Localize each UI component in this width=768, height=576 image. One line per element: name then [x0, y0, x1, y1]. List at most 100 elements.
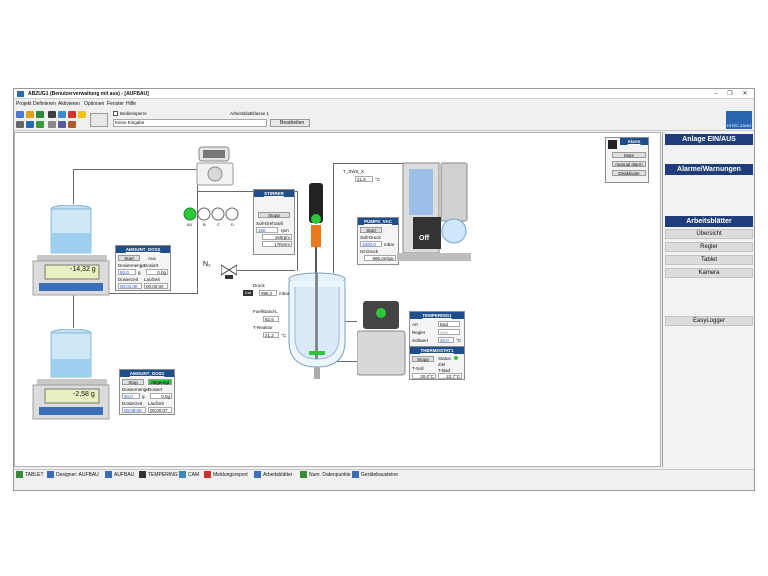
- stirrer-setpoint-label: Soll-Drehzahl: [256, 221, 284, 226]
- pumps-vac-start-button[interactable]: Start: [360, 227, 382, 233]
- dosing-2-dosed-label: Dosiert: [148, 387, 163, 392]
- input-select[interactable]: Keine Eingabe: [113, 119, 267, 127]
- menu-projekt[interactable]: Projekt: [16, 101, 32, 107]
- minimize-button[interactable]: –: [714, 91, 718, 97]
- dosing-1-time-value[interactable]: 00:01:00: [118, 283, 142, 289]
- settings-icon[interactable]: [48, 121, 56, 128]
- edit-icon[interactable]: [26, 111, 34, 118]
- temp-sensor-unit: °C: [375, 177, 381, 182]
- tab-tablet[interactable]: TABLET: [25, 472, 44, 478]
- dosing-2-dose-value[interactable]: 50,0: [122, 393, 140, 399]
- dosing-1-start-button[interactable]: Start: [118, 255, 140, 261]
- menu-optionen[interactable]: Optionen: [84, 101, 105, 107]
- tab-aufbau[interactable]: AUFBAU: [114, 472, 135, 478]
- tempering-unit: °C: [456, 338, 462, 343]
- nav-kamera[interactable]: Kamera: [665, 268, 753, 278]
- anlage-ein-aus-header[interactable]: Anlage EIN/AUS: [665, 134, 753, 145]
- window-title: ABZUG1 (Benutzerverwaltung mit aus) - [A…: [28, 91, 149, 97]
- bediensperre-checkbox[interactable]: [113, 111, 118, 116]
- tab-designer[interactable]: Designer: AUFBAU: [56, 472, 99, 478]
- arbeitsblaetter-header: Arbeitsblätter: [665, 216, 753, 227]
- tab-arbeitsblaetter[interactable]: Arbeitsblätter: [263, 472, 293, 478]
- process-canvas: -14,32 g -2,58 g AMOUNT_DOS2 Start Aus D…: [14, 132, 661, 467]
- dosing-panel-1: AMOUNT_DOS2 Start Aus Dosiermenge Dosier…: [115, 245, 171, 291]
- menu-definieren[interactable]: Definieren: [33, 101, 56, 107]
- n2-label: N₂: [203, 261, 211, 268]
- tab-tempering[interactable]: TEMPERING: [148, 472, 178, 478]
- grid-icon[interactable]: [26, 121, 34, 128]
- stirrer-setpoint-value[interactable]: 150: [256, 227, 278, 233]
- network-icon[interactable]: [36, 121, 44, 128]
- tempering-regler-label: Regler: [412, 330, 426, 335]
- menu-fenster[interactable]: Fenster: [107, 101, 124, 107]
- open-icon[interactable]: [16, 111, 24, 118]
- tab-datenpunkte[interactable]: Num. Datenpunkte: [309, 472, 351, 478]
- maximize-button[interactable]: ❐: [727, 91, 733, 97]
- monitor-icon[interactable]: [48, 111, 56, 118]
- bediensperre-label: Bediensperre: [120, 111, 147, 116]
- tempering-panel: TEMPERING1 Art Bad Regler Aus Sollwert 2…: [409, 311, 465, 347]
- dosing-1-dose-value[interactable]: 50,0: [118, 269, 136, 275]
- tempering-regler-select[interactable]: Aus: [438, 329, 460, 335]
- thermostat-title[interactable]: THERMOSTAT1: [410, 347, 464, 354]
- pipe: [73, 169, 198, 170]
- pumps-vac-setpoint-value[interactable]: 1000,0: [360, 241, 382, 247]
- deactivate-button[interactable]: Deaktivate: [612, 170, 646, 176]
- tempering-title[interactable]: TEMPERING1: [410, 312, 464, 319]
- thermostat-status2: Ziel: [438, 362, 446, 367]
- dosing-2-stop-button[interactable]: Stop: [122, 379, 144, 385]
- dosing-2-title[interactable]: AMOUNT_DOS1: [120, 370, 174, 377]
- nav-regler[interactable]: Regler: [665, 242, 753, 252]
- stirrer-stop-button[interactable]: Stopp: [258, 212, 290, 218]
- pumps-vac-title[interactable]: PUMPS_VAC: [358, 218, 398, 225]
- alarme-header[interactable]: Alarme/Warnungen: [665, 164, 753, 175]
- mute-button[interactable]: Mute: [612, 152, 646, 158]
- edit-button[interactable]: Bearbeiten: [270, 119, 310, 127]
- pumps-vac-panel: PUMPS_VAC Start Soll-Druck 1000,0 mbar I…: [357, 217, 399, 265]
- dosing-1-title[interactable]: AMOUNT_DOS2: [116, 246, 170, 253]
- layout-icon[interactable]: [58, 121, 66, 128]
- n2-valve[interactable]: [221, 263, 237, 279]
- dosing-2-dose-label: Dosiermenge: [122, 387, 149, 392]
- close-button[interactable]: ✕: [742, 91, 748, 97]
- tempering-art-select[interactable]: Bad: [438, 321, 460, 327]
- sheet-label: Arbeitsblattklasse 1: [230, 111, 270, 116]
- tab-geraetebausteine[interactable]: Gerätebausteine: [361, 472, 398, 478]
- dosing-2-time-value[interactable]: 00:08:00: [122, 407, 146, 413]
- tab-cam[interactable]: CAM: [188, 472, 200, 478]
- easylogger-button[interactable]: EasyLogger: [665, 316, 753, 326]
- alarm-icon: [608, 140, 617, 149]
- menu-aktivieren[interactable]: Aktivieren: [58, 101, 80, 107]
- stirrer-title[interactable]: STIRRER: [254, 190, 294, 197]
- dosing-1-dosed-value: 0,0g: [146, 269, 168, 275]
- vacuum-off-label: Off: [419, 235, 430, 242]
- tempering-sollwert-value[interactable]: 20,0: [438, 337, 454, 343]
- manual-alarm-button[interactable]: manual alarm: [612, 161, 646, 167]
- stirrer-actual-value: 150rpm: [262, 234, 292, 240]
- pipe: [73, 169, 74, 204]
- print-icon[interactable]: [90, 113, 108, 127]
- balance-1: [32, 205, 110, 296]
- tool-icon[interactable]: [16, 121, 24, 128]
- t-reaktor-value: 21,2: [263, 332, 279, 338]
- nav-tablet[interactable]: Tablet: [665, 255, 753, 265]
- kal-button[interactable]: Kal: [243, 290, 253, 296]
- hitec-zang-logo: HITEC ZANG: [726, 111, 752, 129]
- pipe: [73, 293, 198, 294]
- tab-meldungsreport[interactable]: Meldungsreport: [213, 472, 248, 478]
- tool2-icon[interactable]: [68, 121, 76, 128]
- values-icon[interactable]: [36, 111, 44, 118]
- chart-icon[interactable]: [58, 111, 66, 118]
- meldungsreport-icon: [204, 471, 211, 478]
- menu-hilfe[interactable]: Hilfe: [126, 101, 137, 107]
- stop-icon[interactable]: [68, 111, 76, 118]
- warning-icon[interactable]: [78, 111, 86, 118]
- peristaltic-pump: [196, 146, 234, 186]
- thermostat-tsoll-value: 20,0°C: [412, 373, 436, 379]
- pumps-vac-unit: mbar: [384, 242, 395, 247]
- nav-uebersicht[interactable]: Übersicht: [665, 229, 753, 239]
- alarm-title[interactable]: Alarm: [620, 138, 648, 145]
- app-window: ABZUG1 (Benutzerverwaltung mit aus) - [A…: [13, 88, 755, 491]
- thermostat-stop-button[interactable]: Stopp: [412, 356, 434, 362]
- pump-label-a: A0: [187, 222, 192, 227]
